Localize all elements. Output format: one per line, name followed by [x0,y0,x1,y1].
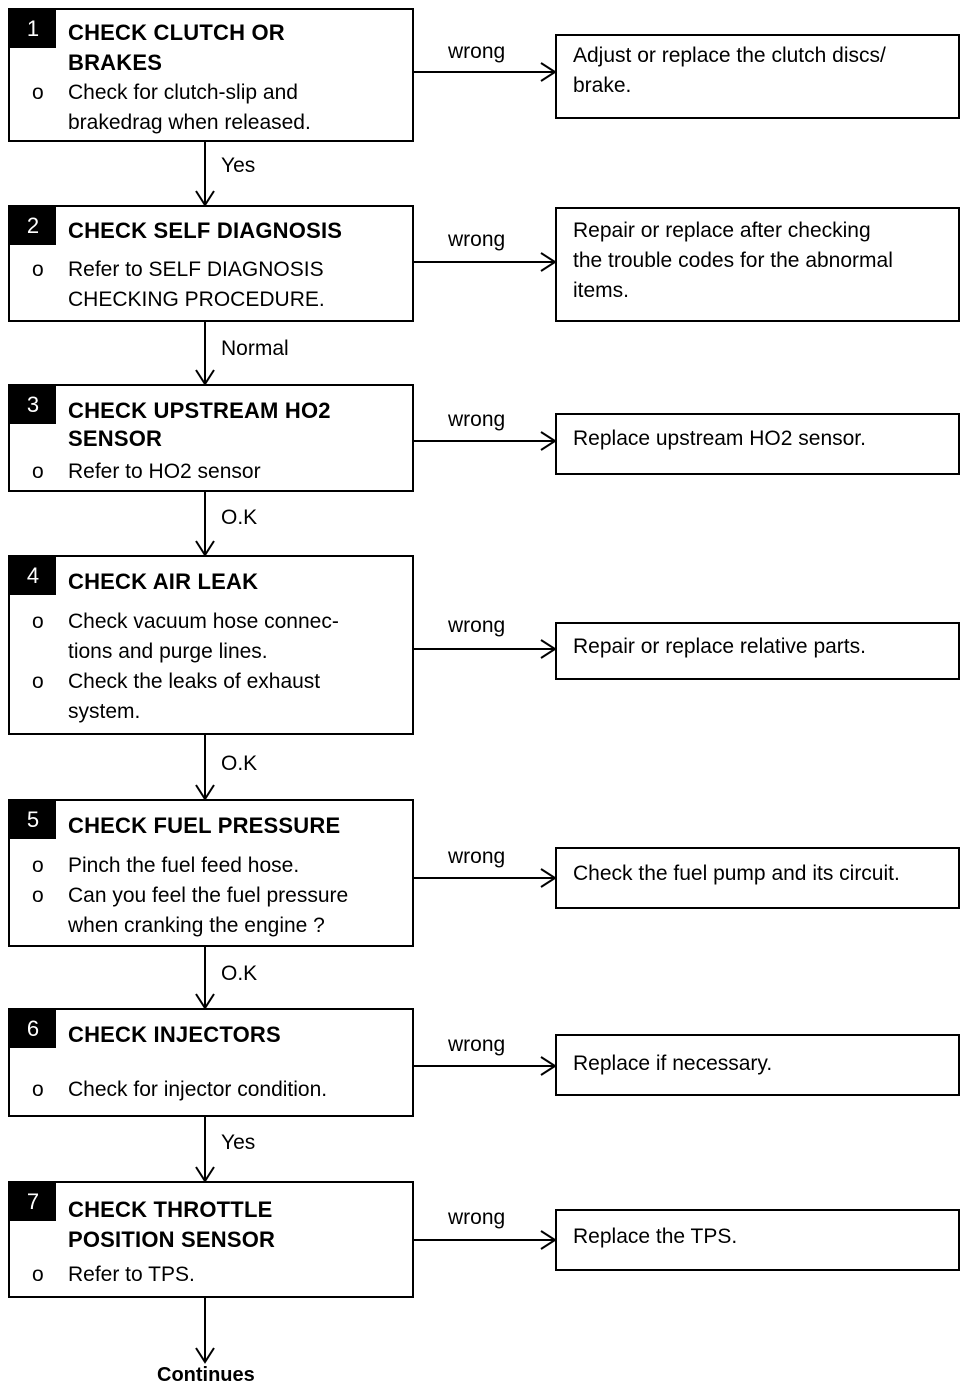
step-box-4: 4 CHECK AIR LEAK o Check vacuum hose connec… [8,555,414,735]
step-number: 4 [10,557,56,595]
bullet-mark: o [32,854,44,877]
step-title: CHECK CLUTCH OR [68,20,285,45]
continues-label: Continues [157,1364,255,1386]
step-title: CHECK UPSTREAM HO2 [68,398,331,423]
step-instruction: Check for injector condition. [68,1078,328,1101]
bullet-mark: o [32,1263,44,1286]
step-box-2: 2 CHECK SELF DIAGNOSIS o Refer to SELF DIAG… [8,205,414,322]
bullet-mark: o [32,610,44,633]
action-text: brake. [573,74,632,97]
down-arrow-head [195,1347,215,1364]
down-label: Yes [221,1131,256,1154]
step-instruction: brakedrag when released. [68,111,311,134]
action-box-2: Repair or replace after checking the trou… [555,207,960,322]
step-instruction: Can you feel the fuel pressure [68,884,349,907]
step-number: 6 [10,1010,56,1048]
bullet-mark: o [32,1078,44,1101]
action-box-7: Replace the TPS. [555,1209,960,1271]
step-instruction: Pinch the fuel feed hose. [68,854,300,877]
bullet-mark: o [32,81,44,104]
bullet-mark: o [32,460,44,483]
action-text: items. [573,279,630,302]
action-text: Repair or replace after checking [573,219,871,242]
wrong-label: wrong [448,845,506,868]
bullet-mark: o [32,258,44,281]
step-title: CHECK INJECTORS [68,1022,281,1047]
step-number: 2 [10,207,56,245]
action-text: Replace if necessary. [573,1052,773,1075]
step-instruction: Check the leaks of exhaust [68,670,321,693]
step-instruction: system. [68,700,141,723]
action-text: Adjust or replace the clutch discs/ [573,44,886,67]
step-instruction: when cranking the engine ? [68,914,325,937]
step-box-7: 7 CHECK THROTTLE POSITION SENSOR o Refer to … [8,1181,414,1298]
step-title: SENSOR [68,426,163,451]
step-instruction: Refer to SELF DIAGNOSIS [68,258,324,281]
step-title: CHECK SELF DIAGNOSIS [68,218,343,243]
step-instruction: tions and purge lines. [68,640,268,663]
step-title: BRAKES [68,50,163,75]
step-instruction: CHECKING PROCEDURE. [68,288,325,311]
action-box-3: Replace upstream HO2 sensor. [555,413,960,475]
wrong-label: wrong [448,614,506,637]
step-instruction: Refer to HO2 sensor [68,460,261,483]
wrong-label: wrong [448,408,506,431]
wrong-label: wrong [448,40,506,63]
bullet-mark: o [32,670,44,693]
step-number: 1 [10,10,56,48]
action-box-4: Repair or replace relative parts. [555,622,960,680]
action-text: Repair or replace relative parts. [573,635,866,658]
step-instruction: Check for clutch-slip and [68,81,298,104]
bullet-mark: o [32,884,44,907]
wrong-label: wrong [448,1033,506,1056]
step-box-1: 1 CHECK CLUTCH OR BRAKES o Check for clutch-… [8,8,414,142]
step-title: CHECK FUEL PRESSURE [68,813,341,838]
wrong-label: wrong [448,1206,506,1229]
action-text: the trouble codes for the abnormal [573,249,893,272]
step-number: 3 [10,386,56,424]
step-instruction: Check vacuum hose connec- [68,610,339,633]
down-label: O.K [221,752,258,775]
step-number: 5 [10,801,56,839]
action-box-1: Adjust or replace the clutch discs/brake… [555,34,960,119]
step-number: 7 [10,1183,56,1221]
action-text: Replace the TPS. [573,1225,738,1248]
step-box-6: 6 CHECK INJECTORS o Check for injector cond… [8,1008,414,1117]
step-box-5: 5 CHECK FUEL PRESSURE o Pinch the fuel feed… [8,799,414,947]
action-text: Check the fuel pump and its circuit. [573,862,900,885]
action-box-6: Replace if necessary. [555,1034,960,1096]
down-label: Normal [221,337,289,360]
down-label: Yes [221,154,256,177]
step-title: POSITION SENSOR [68,1227,276,1252]
action-box-5: Check the fuel pump and its circuit. [555,847,960,909]
step-title: CHECK THROTTLE [68,1197,273,1222]
down-label: O.K [221,506,258,529]
down-label: O.K [221,962,258,985]
step-instruction: Refer to TPS. [68,1263,195,1286]
step-title: CHECK AIR LEAK [68,569,259,594]
wrong-label: wrong [448,228,506,251]
action-text: Replace upstream HO2 sensor. [573,427,866,450]
